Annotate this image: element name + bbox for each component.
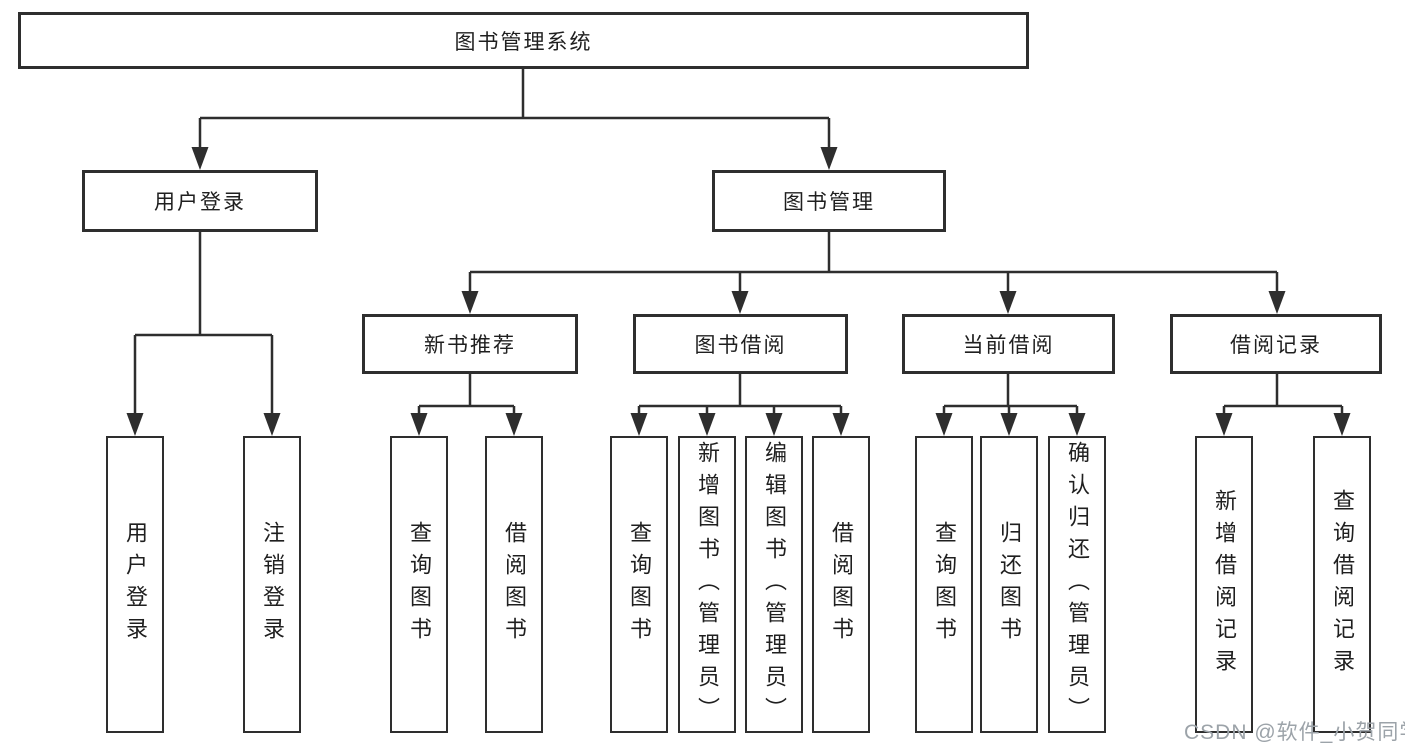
leaf-borrow-books: 借阅图书 xyxy=(812,436,870,733)
leaf-label: 查询图书 xyxy=(407,520,432,649)
leaf-edit-books-admin: 编辑图书（管理员） xyxy=(745,436,803,733)
leaf-label: 编辑图书（管理员） xyxy=(762,440,787,729)
leaf-label: 借阅图书 xyxy=(829,520,854,649)
leaf-add-books-admin: 新增图书（管理员） xyxy=(678,436,736,733)
node-borrow-records: 借阅记录 xyxy=(1170,314,1382,374)
leaf-label: 注销登录 xyxy=(260,520,285,649)
csdn-watermark: CSDN @软件_小贺同学 xyxy=(1184,721,1405,744)
leaf-query-borrow-record: 查询借阅记录 xyxy=(1313,436,1371,733)
leaf-borrow-books-recommend: 借阅图书 xyxy=(485,436,543,733)
leaf-add-borrow-record: 新增借阅记录 xyxy=(1195,436,1253,733)
leaf-label: 查询图书 xyxy=(627,520,652,649)
leaf-label: 借阅图书 xyxy=(502,520,527,649)
node-new-book-recommend: 新书推荐 xyxy=(362,314,578,374)
leaf-label: 查询图书 xyxy=(932,520,957,649)
leaf-query-books-recommend: 查询图书 xyxy=(390,436,448,733)
node-current-borrow: 当前借阅 xyxy=(902,314,1115,374)
leaf-label: 确认归还（管理员） xyxy=(1065,440,1090,729)
node-library-management-system: 图书管理系统 xyxy=(18,12,1029,69)
leaf-label: 用户登录 xyxy=(123,520,148,649)
leaf-label: 归还图书 xyxy=(997,520,1022,649)
node-book-borrow: 图书借阅 xyxy=(633,314,848,374)
node-user-login: 用户登录 xyxy=(82,170,318,232)
leaf-label: 新增借阅记录 xyxy=(1212,488,1237,681)
leaf-label: 查询借阅记录 xyxy=(1330,488,1355,681)
leaf-confirm-return-admin: 确认归还（管理员） xyxy=(1048,436,1106,733)
leaf-return-books: 归还图书 xyxy=(980,436,1038,733)
leaf-query-books-current: 查询图书 xyxy=(915,436,973,733)
leaf-query-books-borrow: 查询图书 xyxy=(610,436,668,733)
leaf-user-login: 用户登录 xyxy=(106,436,164,733)
leaf-label: 新增图书（管理员） xyxy=(695,440,720,729)
leaf-logout: 注销登录 xyxy=(243,436,301,733)
node-book-management: 图书管理 xyxy=(712,170,946,232)
